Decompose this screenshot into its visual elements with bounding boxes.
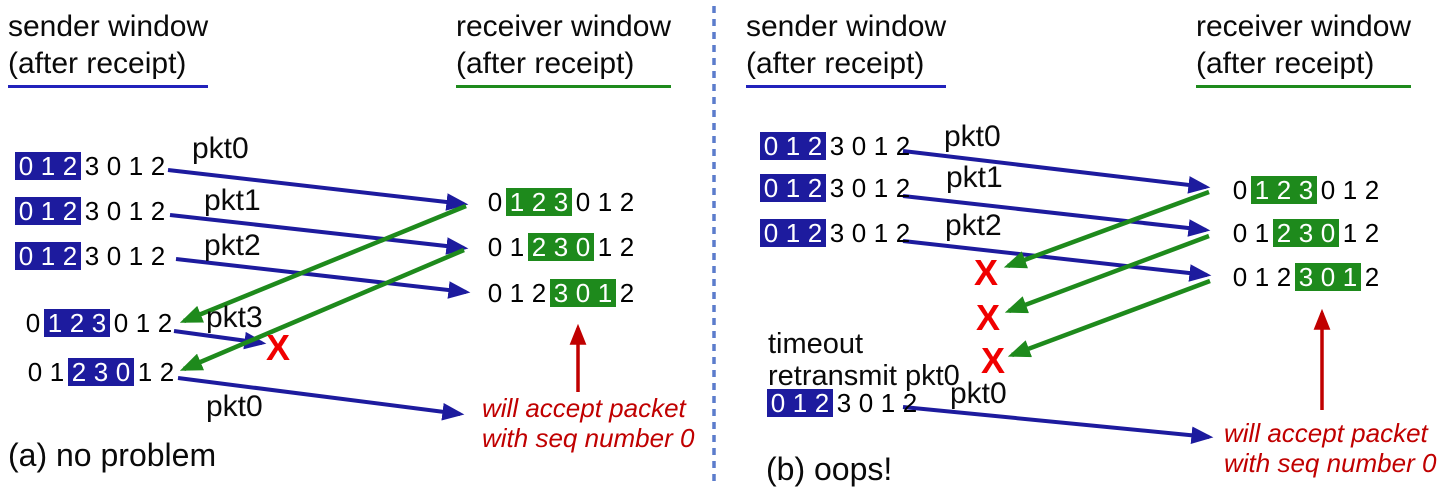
b-timeout-note: timeout retransmit pkt0 bbox=[768, 328, 960, 392]
b-accept-note-line2: with seq number 0 bbox=[1224, 448, 1437, 478]
a-accept-note: will accept packet with seq number 0 bbox=[482, 393, 694, 453]
b-receiver-window-title-line2: (after receipt) bbox=[1196, 47, 1375, 80]
b-sender-window-title-line2: (after receipt) bbox=[746, 47, 925, 80]
a-pkt0-retx-label: pkt0 bbox=[206, 390, 263, 423]
b-sender-window-title: sender window (after receipt) bbox=[746, 8, 947, 88]
a-caption: (a) no problem bbox=[8, 437, 217, 473]
a-sender-window-title-line2: (after receipt) bbox=[8, 47, 187, 80]
a-pkt0-label: pkt0 bbox=[192, 132, 249, 165]
b-ack1-arrow-lost bbox=[1004, 233, 1210, 314]
b-pkt2-arrow bbox=[902, 239, 1212, 282]
a-pkt3-label: pkt3 bbox=[206, 301, 263, 334]
b-timeout-note-line2: retransmit pkt0 bbox=[768, 360, 960, 392]
a-pkt1-label: pkt1 bbox=[204, 184, 261, 217]
a-sender-window-title: sender window (after receipt) bbox=[8, 8, 209, 88]
a-receiver-window-title-line1: receiver window bbox=[456, 10, 672, 43]
a-sender-window-title-line1: sender window bbox=[8, 10, 209, 43]
b-ack-loss-x-3: X bbox=[981, 340, 1006, 381]
b-sender-window-title-line1: sender window bbox=[746, 10, 947, 43]
a-receiver-window-title: receiver window (after receipt) bbox=[456, 8, 672, 88]
b-ack-loss-x-2: X bbox=[976, 297, 1001, 338]
b-pkt2-label: pkt2 bbox=[945, 209, 1002, 242]
a-accept-note-line1: will accept packet bbox=[482, 393, 686, 423]
a-pkt2-label: pkt2 bbox=[204, 229, 261, 262]
b-receiver-window-title: receiver window (after receipt) bbox=[1196, 8, 1412, 88]
b-accept-note: will accept packet with seq number 0 bbox=[1224, 418, 1436, 478]
b-caption: (b) oops! bbox=[766, 451, 893, 487]
b-pkt1-label: pkt1 bbox=[946, 161, 1003, 194]
b-accept-note-line1: will accept packet bbox=[1224, 418, 1428, 448]
b-receiver-window-title-line1: receiver window bbox=[1196, 10, 1412, 43]
b-ack2-arrow-lost bbox=[1007, 278, 1211, 358]
a-pkt2-arrow bbox=[175, 257, 471, 299]
a-packet-loss-x: X bbox=[266, 327, 291, 368]
a-accept-note-line2: with seq number 0 bbox=[482, 423, 695, 453]
b-pkt0-label: pkt0 bbox=[944, 120, 1001, 153]
b-pkt0-retx-arrow bbox=[902, 405, 1214, 445]
b-timeout-note-line1: timeout bbox=[768, 328, 864, 360]
b-pkt0-retx-label: pkt0 bbox=[950, 377, 1007, 410]
b-ack0-arrow-lost bbox=[1003, 189, 1210, 269]
b-ack-loss-x-1: X bbox=[974, 252, 999, 293]
a-receiver-window-title-line2: (after receipt) bbox=[456, 47, 635, 80]
